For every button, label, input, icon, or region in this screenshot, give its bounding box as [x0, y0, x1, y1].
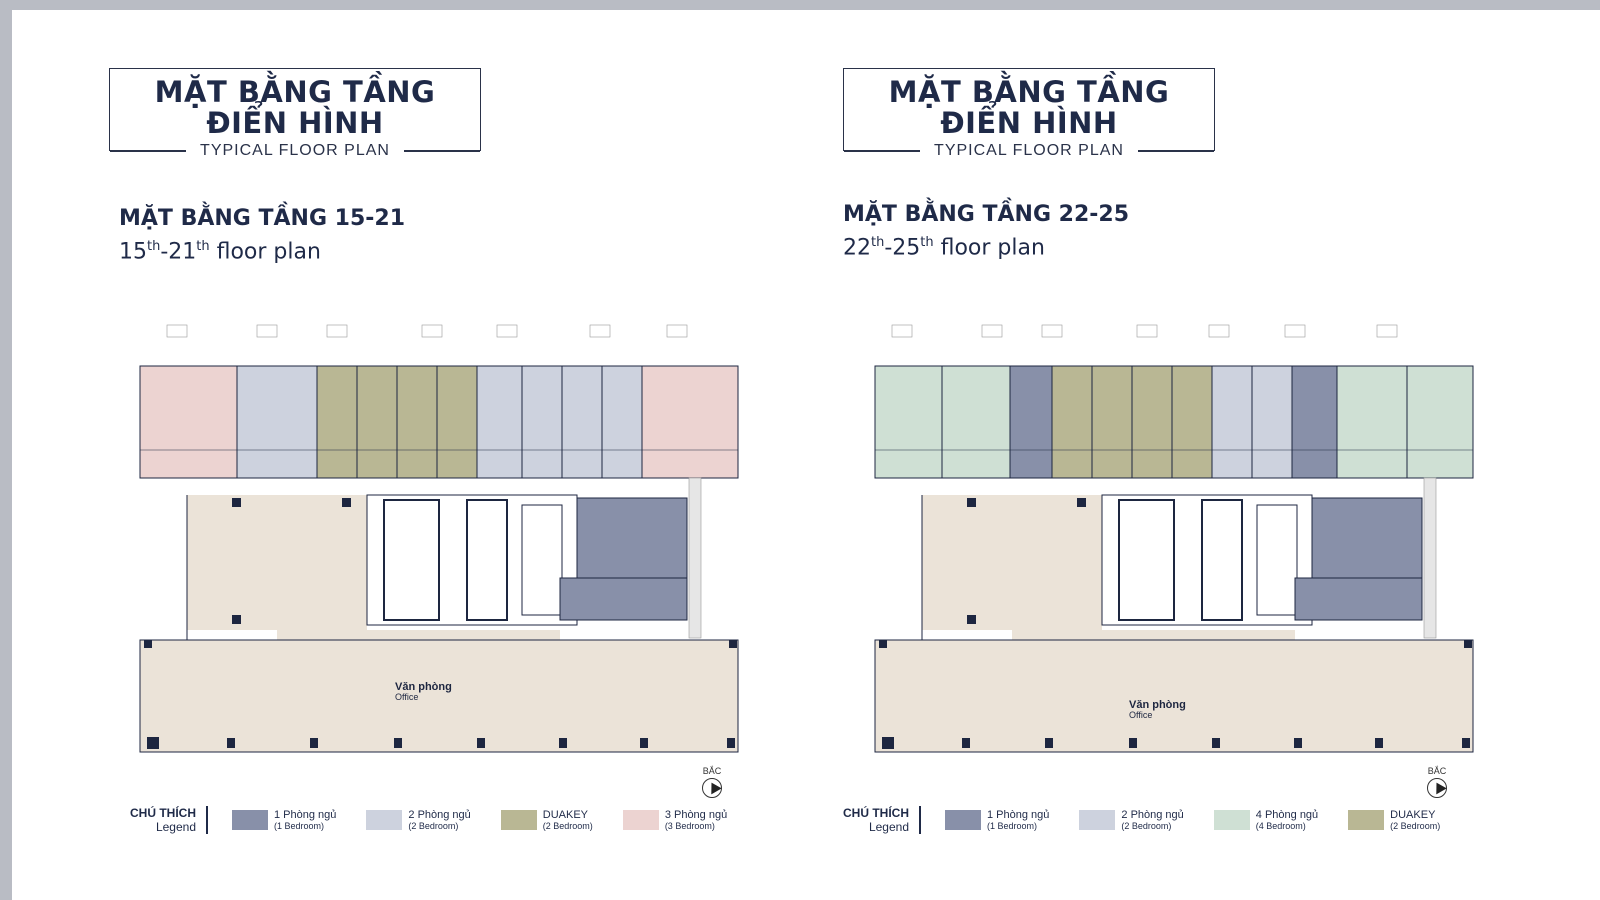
title-line1: MẶT BẰNG TẦNG: [154, 75, 436, 109]
floor-title-vi: MẶT BẰNG TẦNG 22-25: [843, 202, 1130, 227]
right-panel: MẶT BẰNG TẦNG ĐIỂN HÌNH TYPICAL FLOOR PL…: [747, 10, 1507, 900]
legend-item: 2 Phòng ngủ(2 Bedroom): [366, 809, 471, 831]
title-line1: MẶT BẰNG TẦNG: [888, 75, 1170, 109]
legend-item: DUAKEY(2 Bedroom): [500, 809, 593, 831]
floor-plan-15-21: Văn phòng Office: [139, 324, 739, 753]
title-sub: TYPICAL FLOOR PLAN: [844, 142, 1214, 160]
legend-title: CHÚ THÍCH Legend: [130, 806, 208, 834]
floor-plan-22-25: Văn phòng Office: [874, 324, 1474, 753]
floor-title-vi: MẶT BẰNG TẦNG 15-21: [119, 206, 406, 231]
north-indicator: BẮC: [1427, 766, 1447, 798]
page: MẶT BẰNG TẦNG ĐIỂN HÌNH TYPICAL FLOOR PL…: [12, 10, 1600, 900]
north-label: BẮC: [702, 766, 722, 776]
legend-item: 2 Phòng ngủ(2 Bedroom): [1079, 809, 1184, 831]
title-sub: TYPICAL FLOOR PLAN: [110, 142, 480, 160]
legend-item: 3 Phòng ngủ(3 Bedroom): [622, 809, 727, 831]
north-indicator: BẮC: [702, 766, 722, 798]
legend: CHÚ THÍCH Legend 1 Phòng ngủ(1 Bedroom) …: [843, 806, 1470, 834]
north-arrow-icon: [1427, 778, 1447, 798]
north-label: BẮC: [1427, 766, 1447, 776]
left-panel: MẶT BẰNG TẦNG ĐIỂN HÌNH TYPICAL FLOOR PL…: [12, 10, 772, 900]
floor-heading: MẶT BẰNG TẦNG 15-21 15th-21th floor plan: [119, 206, 405, 264]
legend-title: CHÚ THÍCH Legend: [843, 806, 921, 834]
legend-item: 1 Phòng ngủ(1 Bedroom): [945, 809, 1049, 831]
legend-item: DUAKEY(2 Bedroom): [1348, 809, 1440, 831]
title-sub-text: TYPICAL FLOOR PLAN: [920, 142, 1138, 160]
north-arrow-icon: [702, 778, 722, 798]
title-line2: ĐIỂN HÌNH: [206, 106, 384, 140]
legend-item: 1 Phòng ngủ(1 Bedroom): [232, 809, 336, 831]
office-label: Văn phòng: [1129, 699, 1186, 711]
floor-title-en: 22th-25th floor plan: [843, 235, 1045, 261]
floor-title-en: 15th-21th floor plan: [119, 239, 321, 265]
office-label: Văn phòng: [395, 681, 452, 693]
floor-heading: MẶT BẰNG TẦNG 22-25 22th-25th floor plan: [843, 202, 1129, 260]
title-box: MẶT BẰNG TẦNG ĐIỂN HÌNH TYPICAL FLOOR PL…: [109, 68, 481, 160]
legend: CHÚ THÍCH Legend 1 Phòng ngủ(1 Bedroom) …: [130, 806, 757, 834]
office-label-en: Office: [1129, 710, 1152, 720]
title-line2: ĐIỂN HÌNH: [940, 106, 1118, 140]
title-box: MẶT BẰNG TẦNG ĐIỂN HÌNH TYPICAL FLOOR PL…: [843, 68, 1215, 160]
office-label-en: Office: [395, 692, 418, 702]
title-sub-text: TYPICAL FLOOR PLAN: [186, 142, 404, 160]
legend-item: 4 Phòng ngủ(4 Bedroom): [1213, 809, 1318, 831]
